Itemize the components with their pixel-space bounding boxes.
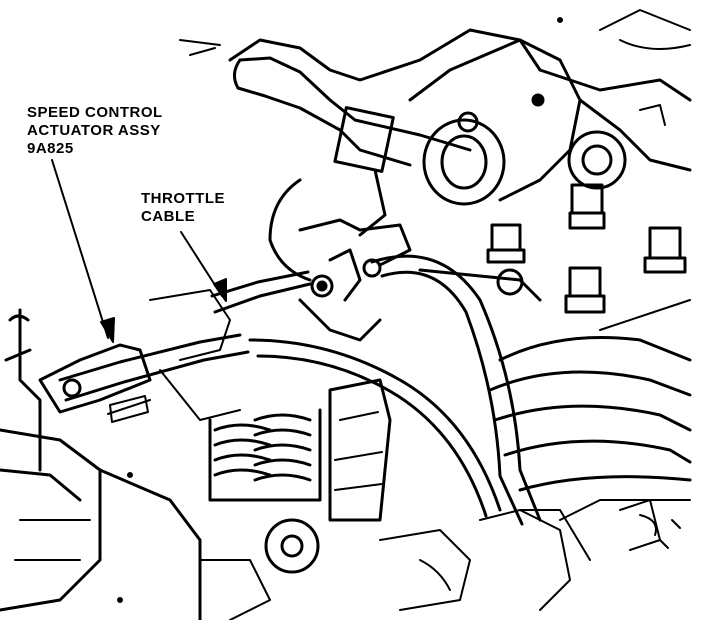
small-marks xyxy=(117,17,681,603)
throttle-callout-line-1: THROTTLE xyxy=(141,190,225,207)
lower-center-parts xyxy=(199,509,591,620)
leader-lines xyxy=(51,159,227,343)
spring-assembly xyxy=(208,378,392,522)
actuator-cable xyxy=(58,333,242,382)
upper-manifold xyxy=(179,9,692,202)
engine-block-left xyxy=(0,428,202,620)
loop-cable-inner xyxy=(248,338,502,512)
throttle-callout-label: THROTTLE CABLE xyxy=(141,190,225,226)
throttle-cable xyxy=(213,282,312,314)
actuator-callout-line-2: ACTUATOR ASSY xyxy=(27,122,161,139)
actuator-callout-line-1: SPEED CONTROL xyxy=(27,104,163,121)
intake-runners xyxy=(488,299,692,551)
loop-cable-outer xyxy=(370,254,542,522)
throttle-callout-line-2: CABLE xyxy=(141,208,196,225)
actuator-callout-line-3: 9A825 xyxy=(27,140,74,157)
throttle-body xyxy=(298,218,542,342)
actuator-body xyxy=(233,56,506,282)
actuator-leader-line xyxy=(51,159,109,339)
actuator-callout-label: SPEED CONTROL ACTUATOR ASSY 9A825 xyxy=(27,104,163,158)
actuator-leader-arrowhead xyxy=(100,317,115,343)
manifold-bolts xyxy=(486,183,687,314)
cables xyxy=(58,254,542,526)
cable-bracket xyxy=(4,289,241,472)
